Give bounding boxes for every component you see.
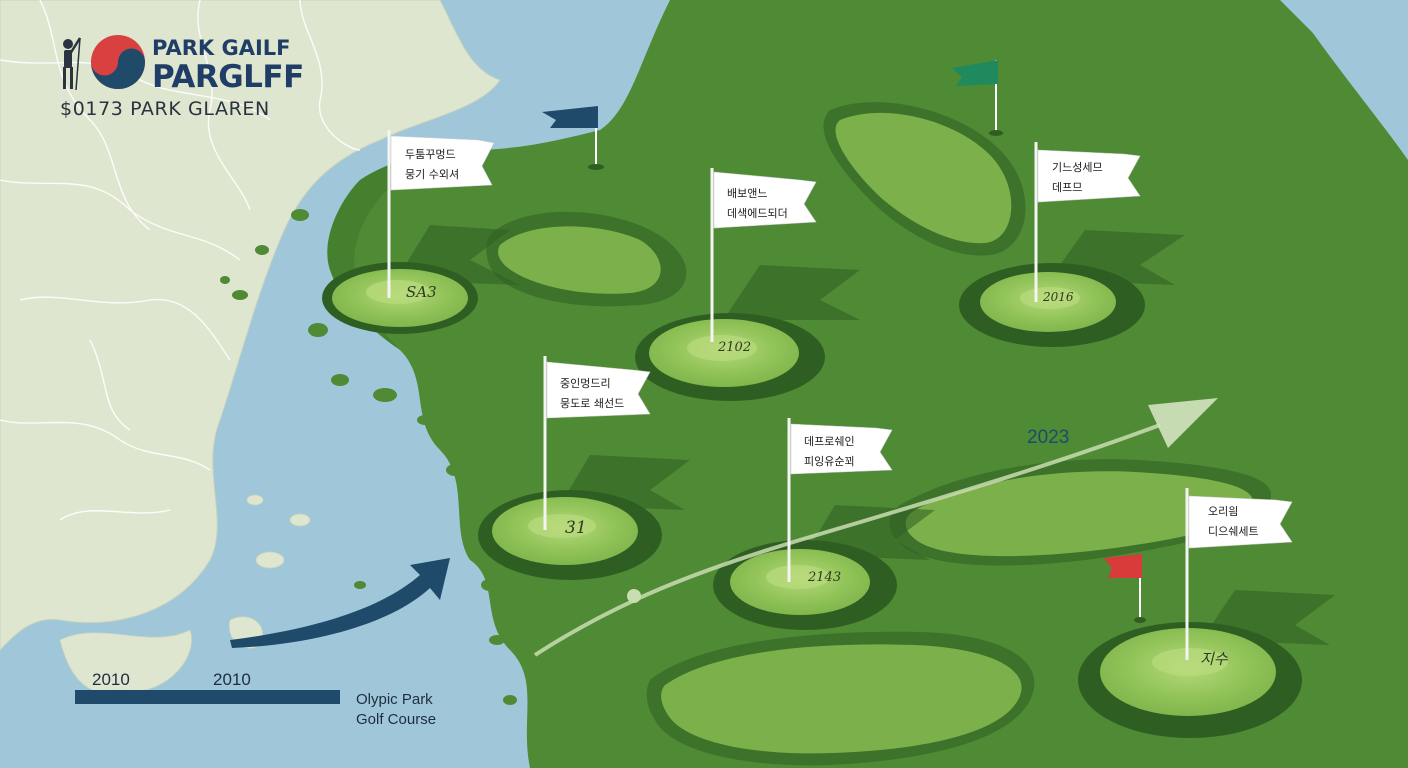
flag-5-line-1: 데프로쉐인 [804, 435, 855, 448]
timeline-bar [75, 690, 340, 704]
hole-number-5: 2143 [808, 570, 842, 585]
mainland-left [0, 0, 501, 651]
legend-line-1: Olypic Park [356, 691, 433, 708]
flag-4-line-1: 중인멍드리 [560, 377, 611, 390]
title-line-2: PARGLFF [152, 59, 304, 95]
hole-flag-3 [1034, 142, 1141, 302]
hole-number-1: SA3 [406, 283, 437, 301]
flag-3-line-2: 데프므 [1052, 181, 1083, 194]
flag-5-label: 데프로쉐인 피잉유순꾀 [804, 432, 855, 472]
title-line-1: PARK GAILF [152, 36, 291, 60]
map-subtitle: $0173 PARK GLAREN [60, 98, 270, 120]
flag-1-line-1: 두툼꾸멍드 [405, 148, 456, 161]
hole-flag-6 [1185, 488, 1293, 660]
flag-2-line-2: 데색에드되더 [727, 207, 788, 220]
expansion-arrow-2010 [230, 558, 450, 648]
hole-flag-1 [387, 130, 495, 298]
flag-1-line-2: 뭉기 수외셔 [405, 168, 460, 181]
flag-2-label: 배보앤느 데색에드되더 [727, 184, 788, 224]
flag-4-label: 중인멍드리 뭉도로 쇄선드 [560, 374, 624, 414]
region-borders [0, 0, 361, 521]
course-legend: Olypic Park Golf Course [356, 690, 436, 730]
korean-taegeuk-icon [91, 35, 145, 89]
flag-2-line-1: 배보앤느 [727, 187, 768, 200]
sea-top-right [1280, 0, 1408, 130]
year-label-2023: 2023 [1027, 427, 1070, 448]
hole-flag-2 [710, 168, 817, 342]
coastal-islands-green [220, 166, 663, 705]
flag-4-line-2: 뭉도로 쇄선드 [560, 397, 625, 410]
small-flag-red-icon [1104, 554, 1146, 623]
year-label-mid: 2010 [213, 670, 251, 689]
flag-6-line-2: 디으쉐세트 [1208, 525, 1259, 538]
flag-3-label: 기느성세므 데프므 [1052, 158, 1103, 198]
hole-flag-4 [543, 356, 651, 530]
hole-number-3: 2016 [1043, 290, 1074, 304]
map-title: PARK GAILF PARGLFF [152, 36, 304, 94]
trajectory-arrow-2023 [533, 398, 1218, 657]
flag-3-line-1: 기느성세므 [1052, 161, 1103, 174]
small-flag-green-icon [952, 60, 1003, 136]
hole-flag-5 [787, 418, 893, 582]
legend-line-2: Golf Course [356, 711, 437, 728]
small-flag-navy-icon [542, 106, 604, 170]
flag-6-label: 오리읨 디으쉐세트 [1208, 502, 1259, 542]
hole-number-6: 지수 [1200, 650, 1228, 668]
hole-number-2: 2102 [718, 340, 752, 355]
hole-number-4: 31 [565, 518, 587, 538]
flag-6-line-1: 오리읨 [1208, 505, 1239, 518]
year-label-left: 2010 [92, 670, 130, 689]
golfer-icon [63, 37, 82, 91]
flag-1-label: 두툼꾸멍드 뭉기 수외셔 [405, 145, 459, 185]
putting-greens [322, 262, 1302, 738]
flag-5-line-2: 피잉유순꾀 [804, 455, 855, 468]
